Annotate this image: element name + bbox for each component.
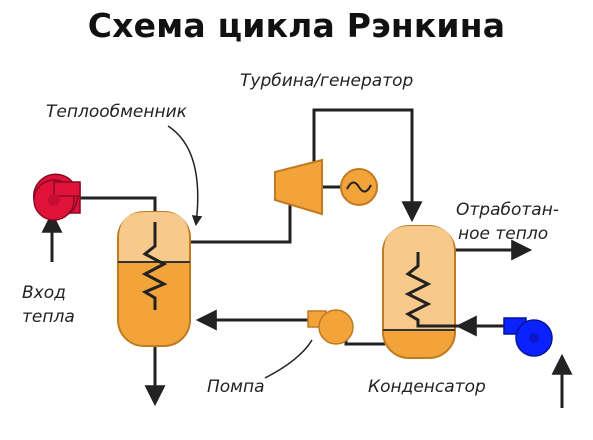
turbine-icon: [274, 158, 323, 216]
condenser-vessel: [382, 225, 460, 359]
condenser-coil: [404, 252, 460, 328]
label-heat-input-line2: тепла: [22, 307, 75, 327]
generator-icon: [340, 168, 378, 206]
pump-icon: [307, 309, 354, 345]
turbine-to-condenser-pipe: [312, 108, 423, 223]
heat-exchanger-coil: [141, 222, 168, 310]
heat-exchanger-vessel: [117, 211, 191, 347]
page-title: Схема цикла Рэнкина: [87, 6, 506, 45]
pump-pointer: [264, 339, 313, 379]
label-condenser: Конденсатор: [368, 377, 486, 397]
label-heat-exchanger: Теплообменник: [46, 102, 188, 122]
label-pump: Помпа: [207, 377, 265, 397]
hot-fan-icon: [32, 173, 81, 221]
cold-fan-icon: [503, 317, 553, 357]
label-waste-heat-line1: Отработан-: [456, 200, 559, 220]
sine-wave-icon: [346, 181, 372, 193]
label-turbine-generator: Турбина/генератор: [240, 71, 414, 91]
exchanger-to-turbine-pipe: [190, 202, 292, 244]
label-heat-input-line1: Вход: [22, 283, 66, 303]
label-waste-heat-line2: ное тепло: [458, 224, 548, 244]
heat-exchanger-pointer: [167, 125, 203, 227]
